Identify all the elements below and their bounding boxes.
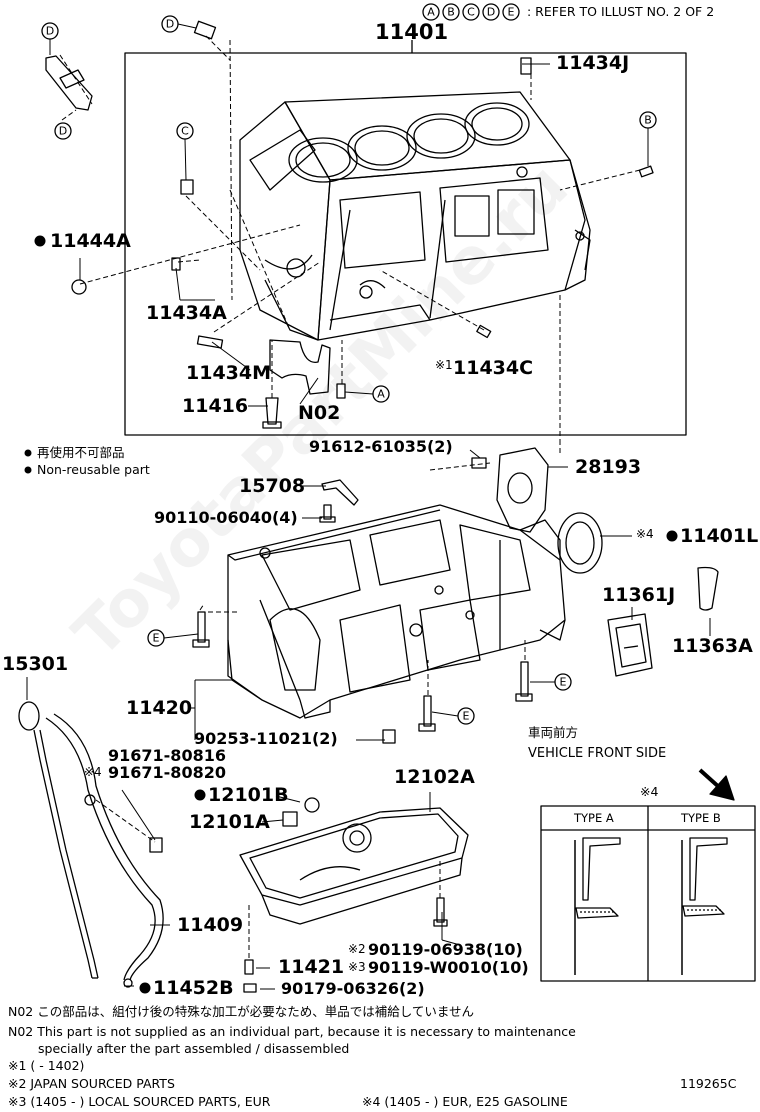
callout-d: D xyxy=(59,125,67,138)
callout-b: B xyxy=(644,114,652,127)
header-letter: A xyxy=(427,6,435,19)
callout-e: E xyxy=(153,632,160,645)
part-n02[interactable]: N02 xyxy=(298,402,341,424)
note-mark-4: ※4 (1405 - ) EUR, E25 GASOLINE xyxy=(362,1094,568,1109)
part-91612[interactable]: 91612-61035(2) xyxy=(309,437,453,456)
type-b-label: TYPE B xyxy=(681,811,721,825)
callout-e: E xyxy=(463,710,470,723)
type-table xyxy=(540,805,756,982)
seal-retainer-gasket xyxy=(496,447,549,533)
part-11401[interactable]: 11401 xyxy=(375,20,449,44)
part-12101b[interactable]: 12101B xyxy=(208,784,289,806)
front-en: VEHICLE FRONT SIDE xyxy=(528,746,667,761)
part-90253[interactable]: 90253-11021(2) xyxy=(194,729,338,748)
part-90119-06938[interactable]: 90119-06938(10) xyxy=(368,940,523,959)
illustration-code: 119265C xyxy=(680,1076,737,1091)
part-90110[interactable]: 90110-06040(4) xyxy=(154,508,298,527)
part-11361j[interactable]: 11361J xyxy=(602,584,676,606)
crankcase-bolts xyxy=(192,457,533,744)
part-91671-80816[interactable]: 91671-80816 xyxy=(108,746,226,765)
part-11434a[interactable]: 11434A xyxy=(146,302,227,324)
bearing-cap xyxy=(269,339,331,395)
mark-2: ※2 xyxy=(348,942,366,956)
oil-pan xyxy=(239,797,469,925)
part-12101a[interactable]: 12101A xyxy=(189,811,270,833)
part-90179[interactable]: 90179-06326(2) xyxy=(281,979,425,998)
part-11409[interactable]: 11409 xyxy=(177,914,244,936)
part-11452b[interactable]: 11452B xyxy=(153,977,234,999)
part-15708[interactable]: 15708 xyxy=(239,475,306,497)
callout-d: D xyxy=(166,18,174,31)
rear-oil-seal xyxy=(557,512,603,574)
block-assembly-frame xyxy=(124,52,687,436)
part-28193[interactable]: 28193 xyxy=(575,456,642,478)
callout-letters: A B C D E D D D C B A E E E xyxy=(46,6,652,723)
part-11420[interactable]: 11420 xyxy=(126,697,193,719)
note-mark-3: ※3 (1405 - ) LOCAL SOURCED PARTS, EUR xyxy=(8,1094,271,1109)
front-jp: 車両前方 xyxy=(528,725,579,740)
dipstick-guide xyxy=(45,713,164,988)
mark-4: ※4 xyxy=(84,765,102,779)
baffle-plate xyxy=(697,566,719,611)
legend-jp: 再使用不可部品 xyxy=(37,445,125,460)
part-11416[interactable]: 11416 xyxy=(182,395,249,417)
note-n02-en: N02 This part is not supplied as an indi… xyxy=(8,1024,576,1039)
cylinder-block xyxy=(239,91,591,341)
part-11434j[interactable]: 11434J xyxy=(556,52,630,74)
callout-c: C xyxy=(181,125,189,138)
mark-4: ※4 xyxy=(636,527,654,541)
header-note: : REFER TO ILLUST NO. 2 OF 2 xyxy=(527,4,715,19)
part-11363a[interactable]: 11363A xyxy=(672,635,753,657)
header-letter: C xyxy=(467,6,475,19)
dowel-pins xyxy=(71,57,654,429)
type-table-mark: ※4 xyxy=(640,784,659,799)
header-letter: D xyxy=(487,6,495,19)
part-11421[interactable]: 11421 xyxy=(278,956,345,978)
header-letter: B xyxy=(447,6,455,19)
note-n02-en-2: specially after the part assembled / dis… xyxy=(38,1041,350,1056)
front-arrow xyxy=(698,768,722,790)
part-11401l[interactable]: 11401L xyxy=(680,525,759,547)
callout-e: E xyxy=(560,676,567,689)
part-12102a[interactable]: 12102A xyxy=(394,766,475,788)
mark-3: ※3 xyxy=(348,960,366,974)
part-15301[interactable]: 15301 xyxy=(2,653,69,675)
callout-a: A xyxy=(377,388,385,401)
callout-d: D xyxy=(46,25,54,38)
part-11434c[interactable]: 11434C xyxy=(453,357,534,379)
note-mark-1: ※1 ( - 1402) xyxy=(8,1058,85,1073)
note-mark-2: ※2 JAPAN SOURCED PARTS xyxy=(8,1076,175,1091)
mark-1: ※1 xyxy=(435,358,453,372)
knock-sensor xyxy=(45,20,217,111)
crankcase xyxy=(227,504,566,719)
header-callouts xyxy=(422,3,520,21)
non-reusable-dots xyxy=(24,235,678,994)
part-11444a[interactable]: 11444A xyxy=(50,230,131,252)
legend-en: Non-reusable part xyxy=(37,462,150,477)
part-11434m[interactable]: 11434M xyxy=(186,362,272,384)
dipstick xyxy=(18,701,99,979)
type-a-label: TYPE A xyxy=(574,811,614,825)
part-90119-w0010[interactable]: 90119-W0010(10) xyxy=(368,958,529,977)
part-91671-80820[interactable]: 91671-80820 xyxy=(108,763,226,782)
note-n02-jp: N02 この部品は、組付け後の特殊な加工が必要なため、単品では補給していません xyxy=(8,1004,474,1019)
oil-strainer xyxy=(607,613,653,677)
header-letter: E xyxy=(508,6,515,19)
